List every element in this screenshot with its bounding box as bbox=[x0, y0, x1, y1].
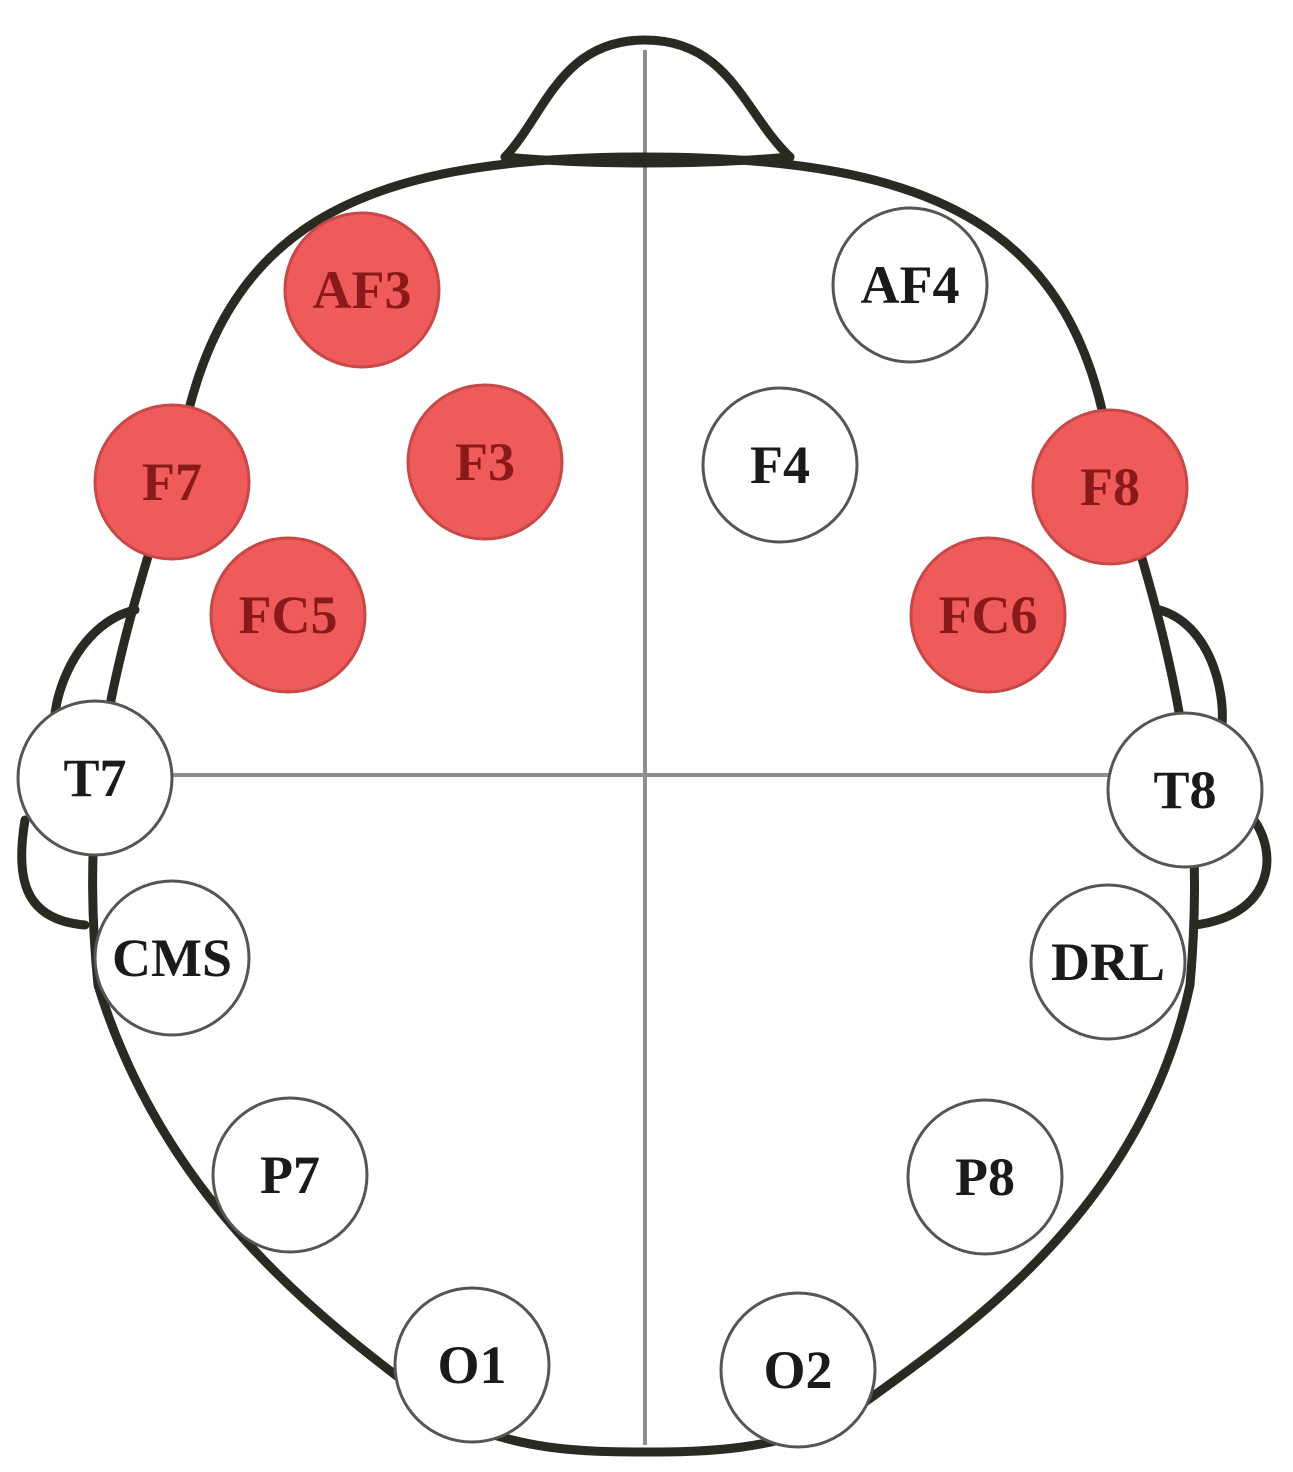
electrode-f7-label: F7 bbox=[142, 452, 202, 512]
electrode-fc6: FC6 bbox=[909, 536, 1067, 694]
electrode-o1: O1 bbox=[393, 1286, 551, 1444]
electrode-cms-marker bbox=[93, 879, 251, 1037]
electrode-t8: T8 bbox=[1106, 711, 1264, 869]
electrode-p8-marker bbox=[906, 1098, 1064, 1256]
nose-outline bbox=[500, 35, 795, 162]
electrode-f7-marker bbox=[93, 403, 251, 561]
electrode-t7: T7 bbox=[16, 699, 174, 857]
right-ear-outline bbox=[1155, 605, 1272, 930]
electrode-af4-label: AF4 bbox=[861, 255, 960, 315]
electrode-t8-marker bbox=[1106, 711, 1264, 869]
nose-base-line bbox=[500, 152, 795, 168]
electrode-fc5: FC5 bbox=[209, 536, 367, 694]
electrodes: AF3 AF4 F7 F3 F4 F8 FC5 FC6 bbox=[16, 206, 1264, 1449]
electrode-af3-marker bbox=[283, 211, 441, 369]
electrode-p7-label: P7 bbox=[260, 1145, 320, 1205]
electrode-p7: P7 bbox=[211, 1096, 369, 1254]
electrode-drl-marker bbox=[1029, 883, 1187, 1041]
electrode-t7-label: T7 bbox=[63, 748, 126, 808]
electrode-p8: P8 bbox=[906, 1098, 1064, 1256]
electrode-o1-label: O1 bbox=[437, 1335, 506, 1395]
electrode-af4-marker bbox=[831, 206, 989, 364]
electrode-fc6-marker bbox=[909, 536, 1067, 694]
electrode-f4-label: F4 bbox=[750, 435, 810, 495]
electrode-o1-marker bbox=[393, 1286, 551, 1444]
electrode-fc5-marker bbox=[209, 536, 367, 694]
electrode-f7: F7 bbox=[93, 403, 251, 561]
electrode-f8: F8 bbox=[1031, 408, 1189, 566]
electrode-o2: O2 bbox=[719, 1291, 877, 1449]
electrode-af3-label: AF3 bbox=[313, 260, 412, 320]
electrode-drl: DRL bbox=[1029, 883, 1187, 1041]
electrode-f3: F3 bbox=[406, 383, 564, 541]
electrode-cms-label: CMS bbox=[112, 928, 232, 988]
electrode-fc6-label: FC6 bbox=[939, 585, 1038, 645]
electrode-fc5-label: FC5 bbox=[239, 585, 338, 645]
electrode-drl-label: DRL bbox=[1051, 932, 1165, 992]
electrode-af3: AF3 bbox=[283, 211, 441, 369]
electrode-f8-label: F8 bbox=[1080, 457, 1140, 517]
electrode-f4-marker bbox=[701, 386, 859, 544]
electrode-f3-label: F3 bbox=[455, 432, 515, 492]
electrode-f3-marker bbox=[406, 383, 564, 541]
electrode-cms: CMS bbox=[93, 879, 251, 1037]
electrode-t7-marker bbox=[16, 699, 174, 857]
electrode-p7-marker bbox=[211, 1096, 369, 1254]
electrode-f8-marker bbox=[1031, 408, 1189, 566]
electrode-p8-label: P8 bbox=[955, 1147, 1015, 1207]
electrode-o2-marker bbox=[719, 1291, 877, 1449]
electrode-f4: F4 bbox=[701, 386, 859, 544]
electrode-o2-label: O2 bbox=[763, 1340, 832, 1400]
electrode-t8-label: T8 bbox=[1153, 760, 1216, 820]
electrode-af4: AF4 bbox=[831, 206, 989, 364]
